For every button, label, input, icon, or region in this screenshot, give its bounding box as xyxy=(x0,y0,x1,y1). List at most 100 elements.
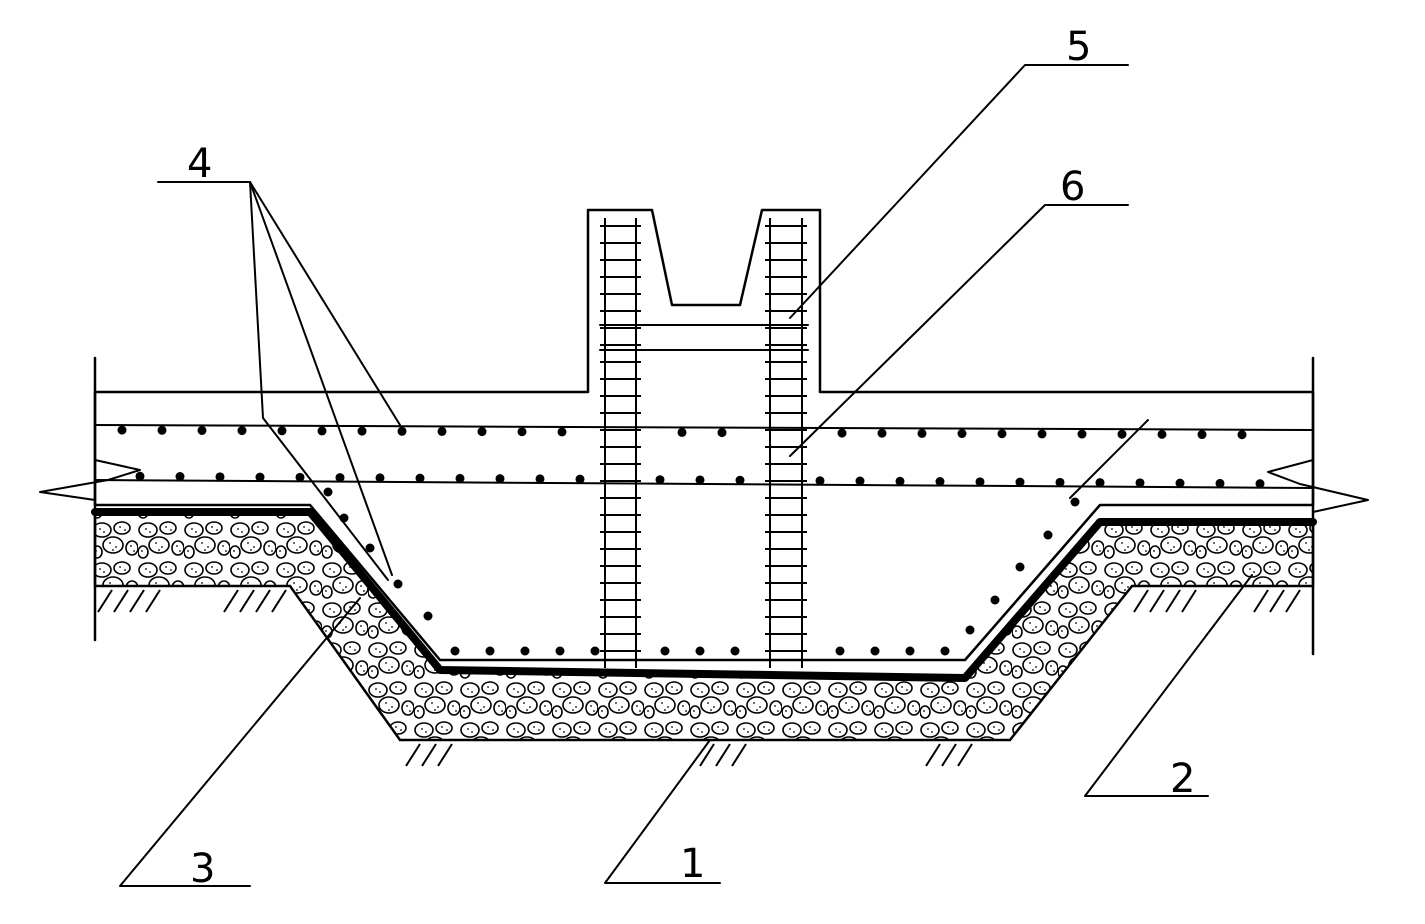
callout-label-4: 4 xyxy=(187,141,212,187)
rebar-dot xyxy=(717,428,727,438)
hatch-mark xyxy=(129,589,145,613)
callout-label-6: 6 xyxy=(1060,164,1085,210)
rebar-dot xyxy=(815,476,825,486)
ground-hatching xyxy=(97,589,1301,767)
rebar-dot xyxy=(365,543,375,553)
rebar-dot xyxy=(575,474,585,484)
rebar-dot xyxy=(1157,429,1167,439)
rebar-dot xyxy=(157,425,167,435)
rebar-dot xyxy=(735,475,745,485)
hatch-mark xyxy=(731,743,747,767)
hatch-mark xyxy=(255,589,271,613)
rebar-dot xyxy=(957,429,967,439)
rebar-dot xyxy=(870,646,880,656)
rebar-dot xyxy=(940,646,950,656)
rebar-dot xyxy=(455,473,465,483)
rebar-dot xyxy=(1135,478,1145,488)
rebar-dot xyxy=(535,474,545,484)
hatch-mark xyxy=(941,743,957,767)
rebar-dot xyxy=(1237,430,1247,440)
rebar-dot xyxy=(117,425,127,435)
hatch-mark xyxy=(1285,589,1301,613)
rebar-dot xyxy=(323,487,333,497)
rebar-dot xyxy=(495,474,505,484)
waterproof-membrane xyxy=(91,508,1317,682)
hatch-mark xyxy=(1149,589,1165,613)
rebar-dot xyxy=(393,579,403,589)
hatch-mark xyxy=(97,589,113,613)
rebar-dot xyxy=(655,475,665,485)
callout-label-2: 2 xyxy=(1170,756,1195,802)
rebar-dot xyxy=(1015,477,1025,487)
rebar-dot xyxy=(197,425,207,435)
rebar-dot xyxy=(237,426,247,436)
rebar-dot xyxy=(397,426,407,436)
hatch-mark xyxy=(437,743,453,767)
rebar-dot xyxy=(905,646,915,656)
rebar-dot xyxy=(1055,477,1065,487)
rebar-dot xyxy=(1255,479,1265,489)
rebar-dot xyxy=(277,426,287,436)
rebar-dot xyxy=(660,646,670,656)
rebar-dot xyxy=(990,595,1000,605)
leader-lines xyxy=(119,64,1253,887)
rebar-dot xyxy=(877,428,887,438)
callout-label-1: 1 xyxy=(680,841,705,887)
hatch-mark xyxy=(223,589,239,613)
hatch-mark xyxy=(957,743,973,767)
rebar-dot xyxy=(175,472,185,482)
hatch-mark xyxy=(1133,589,1149,613)
hatch-mark xyxy=(239,589,255,613)
rebar-dot xyxy=(917,428,927,438)
hatch-mark xyxy=(699,743,715,767)
hatch-mark xyxy=(421,743,437,767)
hatch-mark xyxy=(925,743,941,767)
rebar-dot xyxy=(423,611,433,621)
rebar-dot xyxy=(317,426,327,436)
rebar-dot xyxy=(1215,478,1225,488)
rebar-dot xyxy=(357,426,367,436)
rebar-dot xyxy=(517,427,527,437)
rebar-dot xyxy=(590,646,600,656)
callout-labels: 4 5 6 3 1 2 xyxy=(187,24,1195,892)
rebar-dot xyxy=(1077,429,1087,439)
left-break-line xyxy=(39,356,141,642)
callout-label-3: 3 xyxy=(190,846,215,892)
rebar-dot xyxy=(135,471,145,481)
rebar-dot xyxy=(1117,429,1127,439)
rebar-dot xyxy=(520,646,530,656)
rebar-dots xyxy=(117,425,1265,656)
rebar-dot xyxy=(677,427,687,437)
rebar-dot xyxy=(1070,497,1080,507)
hatch-mark xyxy=(1253,589,1269,613)
rebar-dot xyxy=(837,428,847,438)
rebar-dot xyxy=(437,426,447,436)
rebar-dot xyxy=(997,429,1007,439)
rebar-dot xyxy=(855,476,865,486)
rebar-dot xyxy=(935,477,945,487)
hatch-mark xyxy=(1181,589,1197,613)
rebar-dot xyxy=(695,646,705,656)
pier-rebar-right xyxy=(765,218,807,668)
rebar-dot xyxy=(375,473,385,483)
hatch-mark xyxy=(1269,589,1285,613)
rebar-dot xyxy=(1095,478,1105,488)
rebar-dot xyxy=(1175,478,1185,488)
hatch-mark xyxy=(271,589,287,613)
callout-label-5: 5 xyxy=(1066,24,1091,70)
hatch-mark xyxy=(1165,589,1181,613)
rebar-dot xyxy=(335,473,345,483)
rebar-dot xyxy=(1043,530,1053,540)
pier-rebar-left xyxy=(600,218,641,668)
hatch-mark xyxy=(113,589,129,613)
rebar-dot xyxy=(255,472,265,482)
rebar-dot xyxy=(295,472,305,482)
concrete-slab xyxy=(93,208,1315,662)
rebar-dot xyxy=(1197,430,1207,440)
rebar-dot xyxy=(450,646,460,656)
gravel-bedding-layer xyxy=(93,510,1315,742)
rebar-dot xyxy=(555,646,565,656)
hatch-mark xyxy=(405,743,421,767)
rebar-dot xyxy=(895,476,905,486)
rebar-dot xyxy=(415,473,425,483)
